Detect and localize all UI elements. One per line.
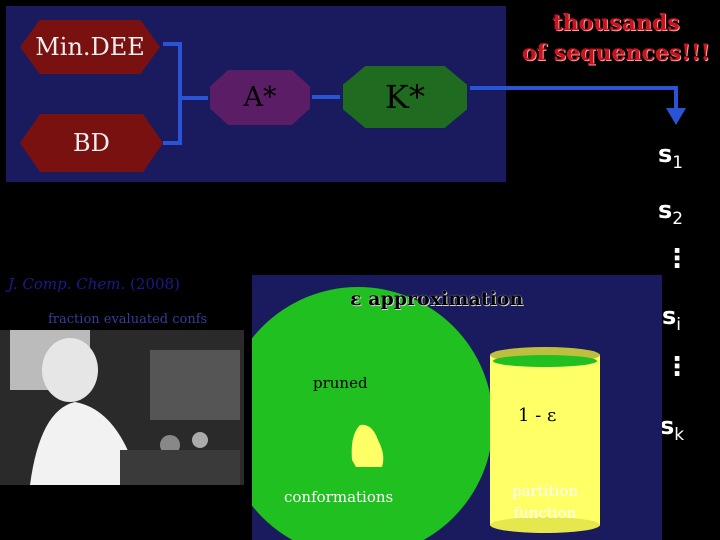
- title-line-1: thousands: [520, 8, 712, 38]
- conformations-label: conformations: [284, 488, 393, 506]
- epsilon-label: ε approximation: [350, 288, 523, 310]
- s2-letter: s: [658, 196, 672, 224]
- journal-year: (2008): [130, 275, 180, 293]
- kstar-label: K*: [385, 78, 425, 116]
- sequence-s2: s2: [658, 196, 683, 229]
- photo-sketch: [0, 330, 244, 485]
- mindee-box: Min.DEE: [20, 20, 160, 74]
- s1-sub: 1: [672, 153, 683, 173]
- kstar-box: K*: [343, 66, 467, 128]
- astar-label: A*: [244, 82, 277, 113]
- astar-box: A*: [210, 70, 310, 125]
- pruned-label: pruned: [313, 374, 368, 392]
- ellipsis-1: ⋮: [664, 244, 690, 274]
- ellipsis-2: ⋮: [664, 352, 690, 382]
- sequence-si: si: [662, 302, 681, 335]
- bracket: [163, 44, 208, 143]
- sk-letter: s: [660, 412, 674, 440]
- sequences-arrow-head: [666, 108, 686, 125]
- title-line-2: of sequences!!!: [520, 38, 712, 68]
- bd-box: BD: [20, 114, 163, 172]
- sk-sub: k: [674, 425, 684, 445]
- journal-reference: J. Comp. Chem. (2008): [8, 275, 180, 293]
- mindee-label: Min.DEE: [35, 33, 145, 61]
- sequence-s1: s1: [658, 140, 683, 173]
- partition-line-2: function: [500, 504, 590, 522]
- partition-function-label: partition function: [500, 482, 590, 522]
- sequence-sk: sk: [660, 412, 684, 445]
- si-letter: s: [662, 302, 676, 330]
- s2-sub: 2: [672, 209, 683, 229]
- partition-line-1: partition: [500, 482, 590, 500]
- thousands-title: thousands of sequences!!!: [520, 8, 712, 68]
- journal-name: J. Comp. Chem.: [8, 275, 125, 293]
- one-minus-epsilon: 1 - ε: [518, 405, 556, 426]
- si-sub: i: [676, 315, 681, 335]
- s1-letter: s: [658, 140, 672, 168]
- jar-fill-top: [493, 355, 597, 367]
- bd-label: BD: [73, 129, 110, 157]
- photo-caption: fraction evaluated confs: [48, 312, 207, 327]
- sequences-arrow: [470, 88, 676, 110]
- scientist-photo: [0, 330, 244, 485]
